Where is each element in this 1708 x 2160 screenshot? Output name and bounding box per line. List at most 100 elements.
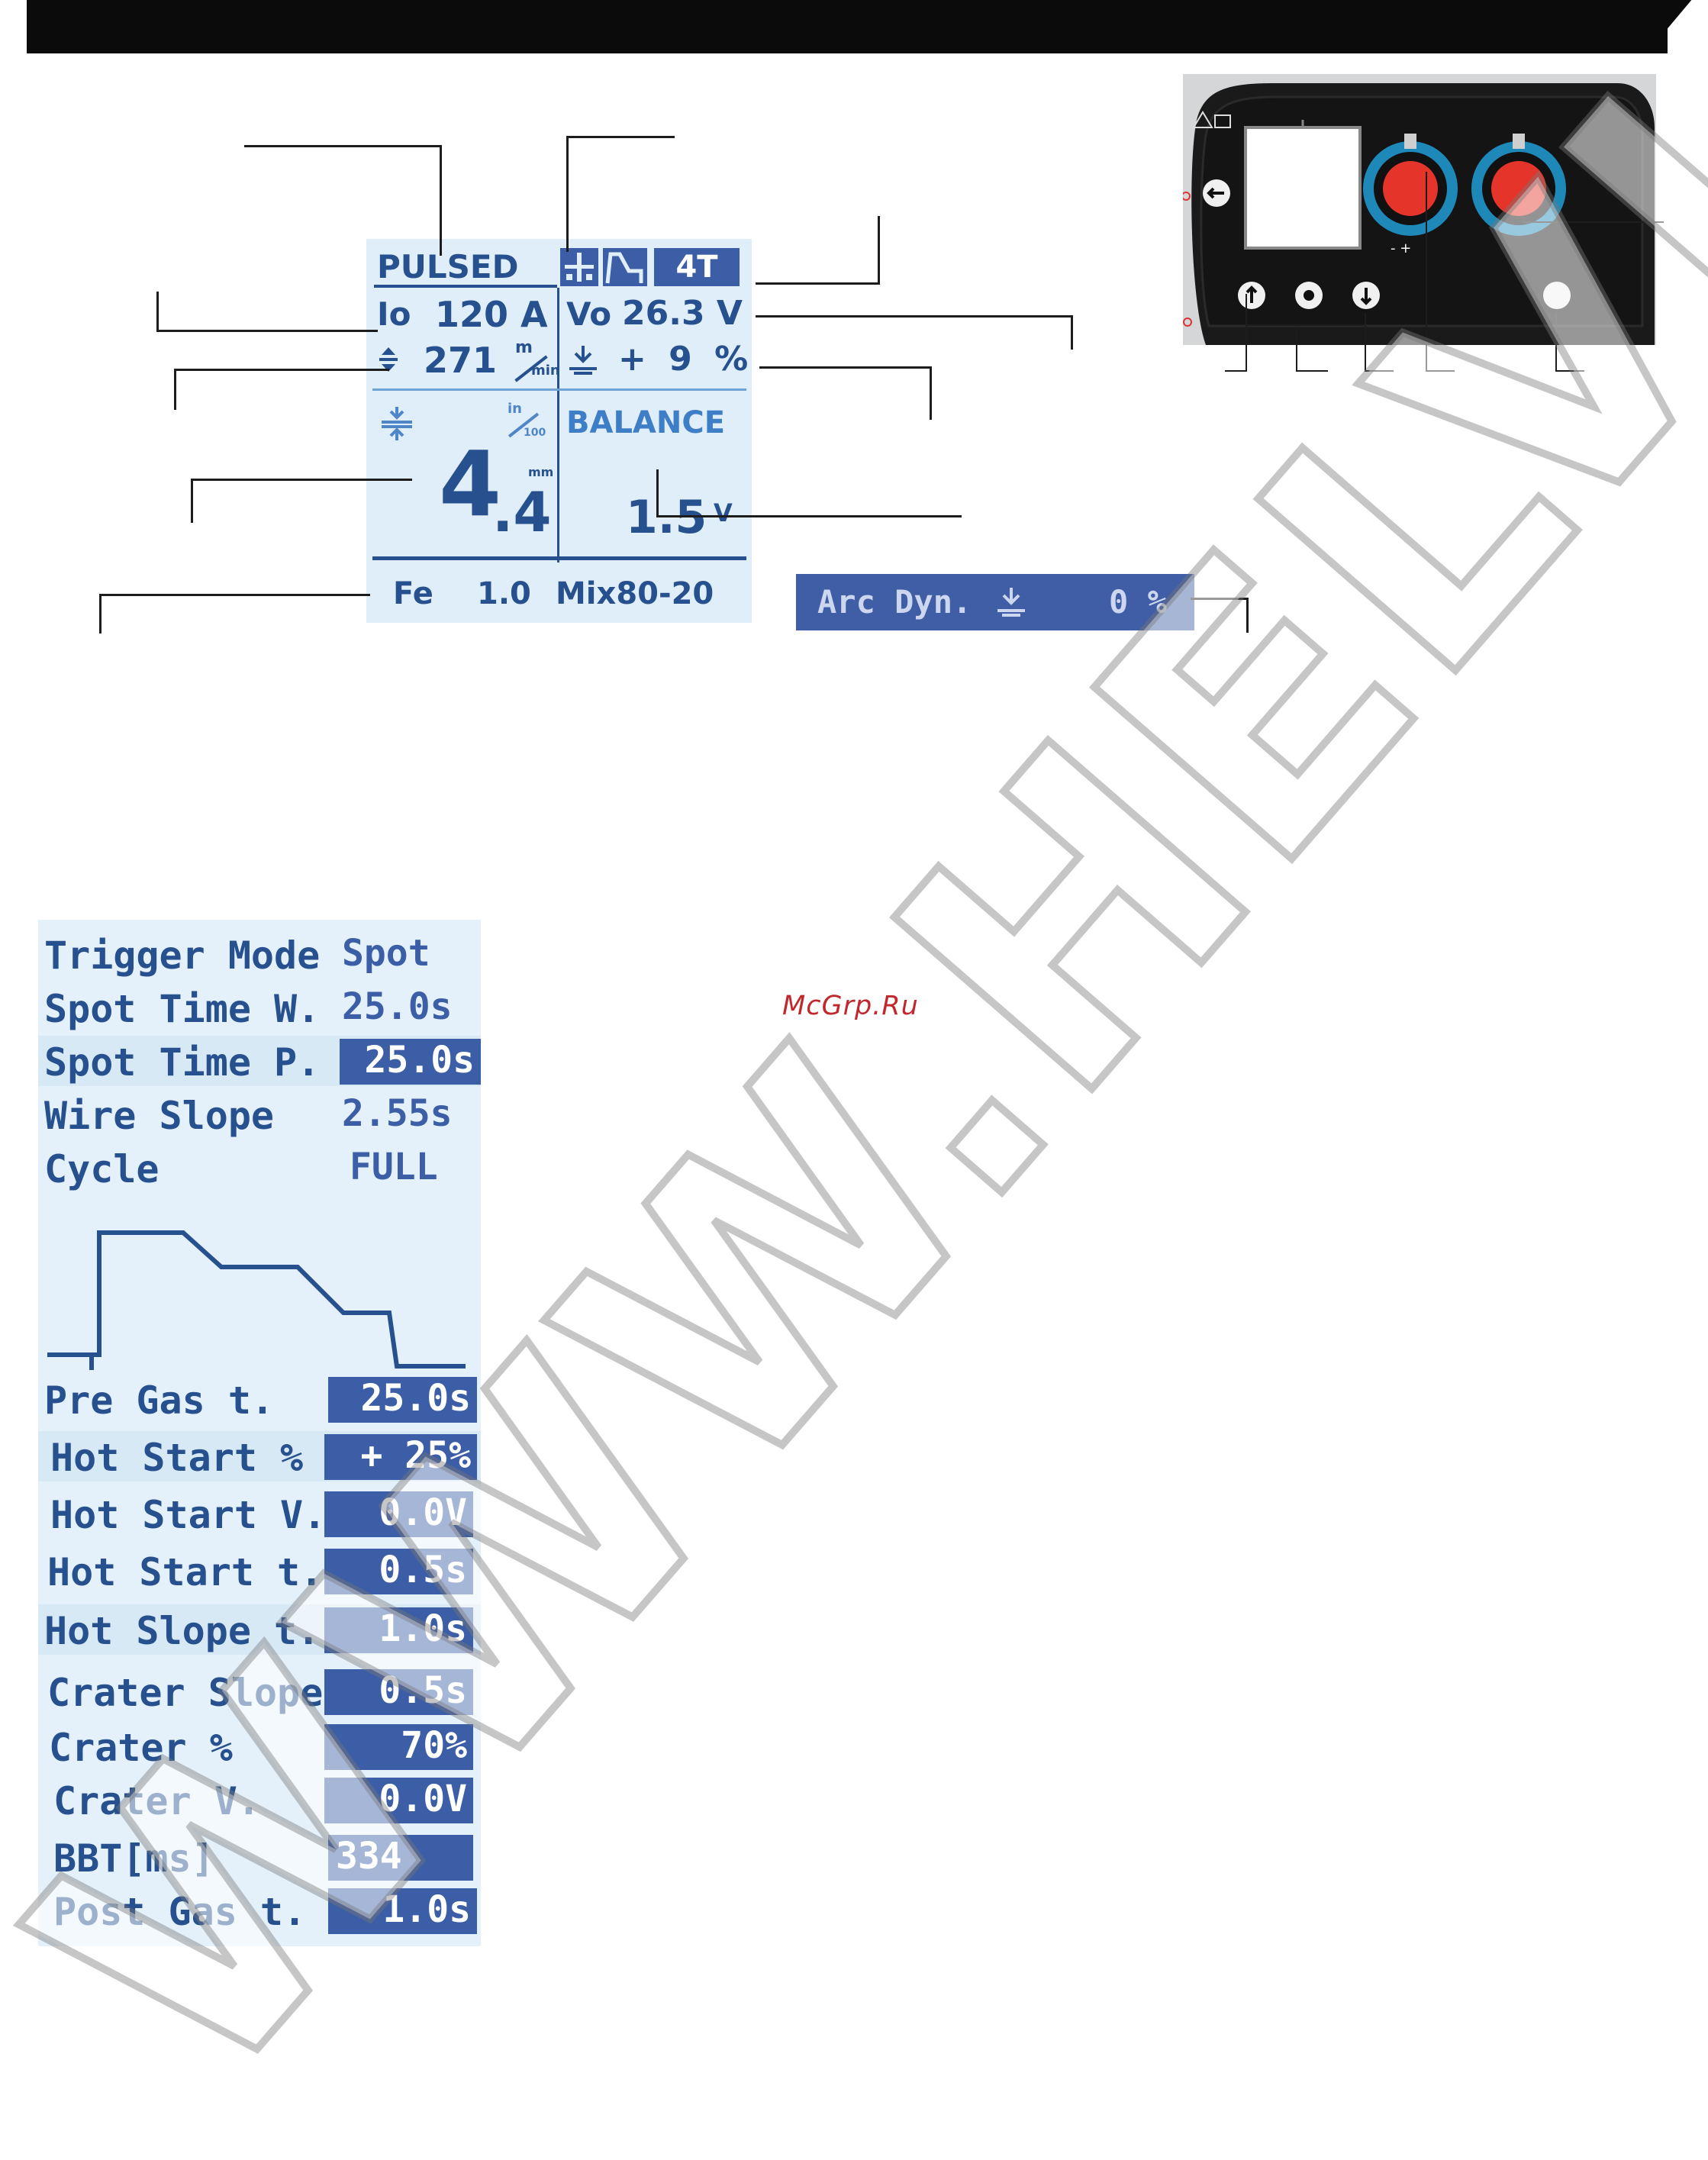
menu-row[interactable]: Post Gas t. 1.0s [38,1885,481,1936]
down-button[interactable] [1352,282,1380,309]
menu-row[interactable]: Hot Start t. 0.5s [38,1546,481,1596]
menu-label: Hot Start % [50,1436,304,1480]
leader-line [191,479,412,481]
leader-line [656,469,659,517]
menu-label: Crater % [49,1726,233,1770]
lcd-bottom-divider [372,556,746,560]
control-panel: - + [1183,74,1656,345]
leader-line [566,136,675,138]
menu-value: 2.55s [342,1092,453,1135]
leader-line [1296,328,1297,372]
menu-label: Post Gas t. [53,1890,307,1934]
menu-value: 70% [324,1724,473,1770]
menu-label: Wire Slope [44,1094,275,1138]
menu-row[interactable]: Trigger Mode Spot [38,929,481,979]
wire-speed-unit-top: m [515,338,533,357]
leader-line [174,369,389,371]
leader-line [1225,370,1246,372]
leader-line [156,330,378,332]
voltage-value: 26.3 V [622,294,743,333]
leader-line [759,366,931,369]
lcd-horizontal-divider [372,388,746,391]
menu-row[interactable]: Hot Start % + 25% [38,1431,481,1481]
arc-length-icon [566,343,600,376]
menu-row[interactable]: Crater V. 0.0V [38,1775,481,1825]
arc-correction-value: + 9 % [618,340,749,379]
header-bar [27,0,1668,53]
menu-row[interactable]: Spot Time W. 25.0s [38,982,481,1033]
source-mark: McGrp.Ru [782,991,919,1021]
gas-value: Mix80-20 [556,576,714,611]
menu-row[interactable]: Cycle FULL [38,1143,481,1193]
leader-line [756,282,880,285]
balance-label: BALANCE [566,405,726,440]
menu-label: Hot Start V. [50,1493,327,1537]
mode-label: PULSED [377,248,519,285]
leader-line [1555,313,1557,372]
wire-speed-unit-bottom: min [531,363,560,379]
menu-row[interactable]: Wire Slope 2.55s [38,1089,481,1140]
select-button[interactable] [1295,282,1323,309]
balance-value: 1.5 [626,491,707,544]
mode-underline [374,285,557,288]
menu-row[interactable]: Crater % 70% [38,1721,481,1772]
synergic-curve-icon [603,248,647,286]
leader-line [930,366,932,420]
leader-line [1296,370,1328,372]
menu-value: 1.0s [324,1607,473,1653]
leader-line [1523,221,1664,223]
thickness-unit-top: in [508,401,522,417]
thickness-unit-bottom: 100 [524,427,546,439]
thickness-value-small: .4 [492,480,552,544]
wire-speed-icon [377,346,400,373]
arc-dynamics-display: Arc Dyn. 0 % [796,574,1194,630]
polarity-label: - + [1391,240,1412,256]
menu-value: + 25% [324,1434,477,1480]
leader-line [756,315,1072,318]
arc-dynamics-value: 0 % [1109,583,1167,621]
menu-row[interactable]: Pre Gas t. 25.0s [38,1374,481,1424]
menu-value: 1.0s [328,1888,477,1934]
menu-label: Hot Start t. [47,1550,324,1594]
menu-value: 0.0V [324,1778,473,1823]
welding-cycle-graph [47,1230,466,1370]
menu-row[interactable]: BBT[ms] 334 [38,1832,481,1882]
menu-value: 25.0s [340,1039,481,1085]
menu-row[interactable]: Hot Slope t. 1.0s [38,1604,481,1655]
menu-value: 334 [328,1835,473,1881]
menu-value: 25.0s [342,985,453,1028]
leader-line [99,594,370,596]
menu-value: 0.5s [324,1669,473,1715]
wire-diameter-value: 1.0 [477,576,531,611]
up-button[interactable] [1238,282,1265,309]
leader-line [174,369,176,410]
lcd-vertical-divider [557,288,559,563]
leader-line [1246,294,1247,372]
leader-line [1071,315,1073,350]
menu-label: Spot Time P. [44,1040,321,1085]
leader-line [1191,598,1248,600]
menu-row[interactable]: Hot Start V. 0.0V [38,1488,481,1539]
arc-length-icon [994,585,1028,626]
leader-line [1365,313,1366,372]
balance-unit: V [714,498,733,527]
leader-line [656,515,962,517]
leader-line [1246,598,1249,633]
menu-row-selected[interactable]: Spot Time P. 25.0s [38,1036,481,1086]
voltage-label: Vo [566,295,612,333]
leader-line [99,594,102,633]
menu-row[interactable]: Crater Slope 0.5s [38,1666,481,1717]
current-label: Io [377,295,411,333]
settings-menu: Trigger Mode Spot Spot Time W. 25.0s Spo… [38,920,481,1946]
leader-line [1555,370,1584,372]
leader-line [440,145,442,256]
back-button[interactable] [1203,179,1230,207]
menu-value: 0.0V [324,1491,473,1537]
menu-label: BBT[ms] [53,1836,214,1881]
leader-line [1246,324,1364,326]
leader-line [566,136,569,252]
leader-line [1426,172,1427,372]
left-control-knob[interactable] [1363,141,1458,236]
function-button[interactable] [1543,282,1571,309]
leader-line [1426,370,1455,372]
